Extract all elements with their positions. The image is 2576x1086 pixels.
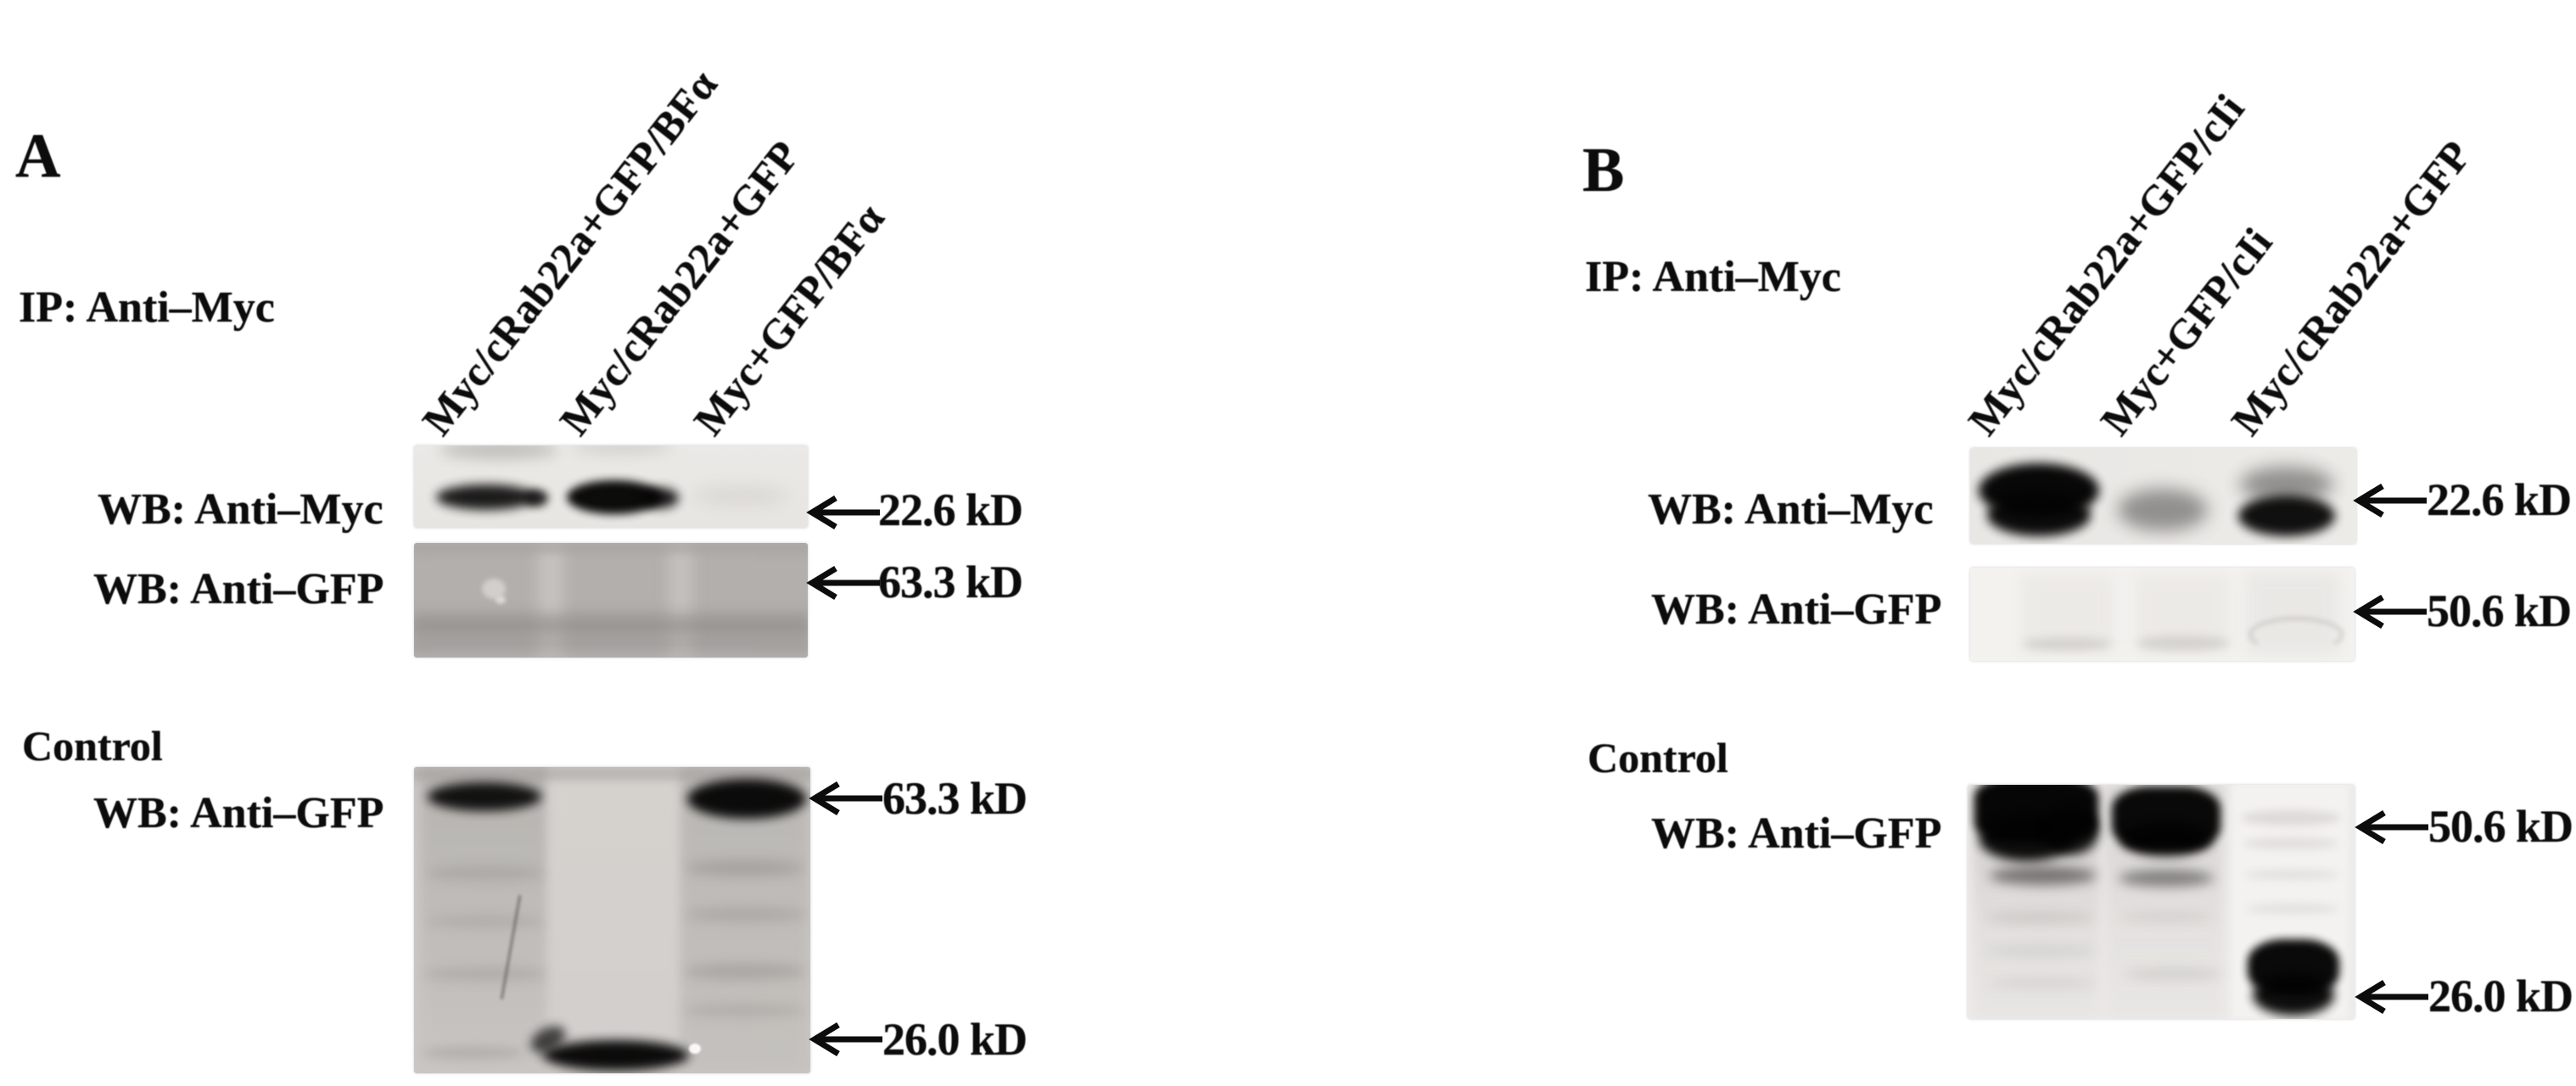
band: [2241, 810, 2341, 826]
panel-b-mw-3-upper: 50.6 kD: [2428, 801, 2573, 852]
band: [2119, 870, 2214, 887]
panel-a-control-label: Control: [22, 722, 163, 770]
panel-a-lane2-label: Myc/cRab22a+GFP: [550, 132, 809, 444]
panel-a-ip-label: IP: Anti–Myc: [19, 283, 275, 332]
panel-a-mw-3-upper: 63.3 kD: [882, 773, 1028, 824]
arrow-icon: [2355, 980, 2428, 1014]
band: [682, 1005, 806, 1016]
lane-smear: [548, 767, 681, 1073]
band: [2246, 904, 2339, 914]
band: [414, 614, 808, 636]
band: [2253, 975, 2334, 1016]
arrow-icon: [2355, 810, 2428, 844]
arrow-icon: [806, 566, 880, 600]
band: [423, 967, 548, 981]
band: [2137, 635, 2229, 651]
band: [524, 490, 548, 507]
band: [2124, 968, 2222, 980]
panel-b-wb1-label: WB: Anti–Myc: [1648, 485, 1934, 534]
panel-a-wb3-label: WB: Anti–GFP: [93, 789, 384, 837]
panel-b-lane3-label: Myc/cRab22a+GFP: [2221, 132, 2480, 444]
band: [687, 779, 806, 819]
band: [2243, 837, 2339, 849]
band: [684, 964, 806, 979]
arrow-icon: [2353, 595, 2427, 629]
panel-b-wb3-label: WB: Anti–GFP: [1651, 809, 1942, 858]
band: [686, 908, 806, 921]
band: [428, 782, 541, 811]
arrow-icon: [809, 1022, 882, 1056]
band: [694, 486, 787, 505]
band: [426, 865, 545, 881]
band: [1985, 946, 2097, 956]
lane-smear: [421, 767, 548, 1073]
arrow-icon: [2353, 484, 2427, 518]
band: [1990, 866, 2097, 885]
band: [686, 860, 804, 876]
band: [2120, 824, 2212, 856]
panel-b-blot-ip-anti-myc: [1970, 448, 2356, 544]
band: [571, 445, 673, 454]
arrow-icon: [806, 495, 880, 529]
band: [414, 543, 808, 553]
band: [423, 1047, 524, 1059]
band: [2120, 912, 2214, 922]
panel-b-mw-3-lower: 26.0 kD: [2428, 971, 2573, 1022]
band: [2248, 617, 2344, 652]
panel-b-label: B: [1582, 136, 1625, 205]
panel-a-blot-control-anti-gfp: [414, 767, 810, 1073]
panel-b-blot-ip-anti-gfp: [1970, 568, 2355, 661]
panel-a-blot-ip-anti-gfp: [414, 543, 808, 658]
band: [2046, 809, 2098, 854]
panel-a-mw-1: 22.6 kD: [878, 484, 1023, 535]
arrow-icon: [809, 781, 882, 815]
panel-a-blot-ip-anti-myc: [414, 445, 808, 528]
band: [543, 1040, 689, 1071]
band: [1985, 912, 2095, 924]
panel-a-label: A: [15, 121, 61, 191]
speckle: [496, 596, 506, 604]
panel-b-mw-1: 22.6 kD: [2427, 474, 2572, 525]
band: [414, 767, 810, 781]
band: [440, 445, 558, 459]
panel-b-wb2-label: WB: Anti–GFP: [1651, 585, 1942, 634]
band: [2238, 495, 2335, 536]
panel-a-mw-3-lower: 26.0 kD: [882, 1014, 1028, 1065]
panel-a-wb1-label: WB: Anti–Myc: [98, 485, 384, 534]
panel-b-mw-2: 50.6 kD: [2427, 585, 2572, 636]
band: [426, 915, 545, 928]
panel-b-ip-label: IP: Anti–Myc: [1585, 253, 1841, 301]
band: [436, 484, 536, 510]
band: [1988, 978, 2097, 988]
band: [641, 488, 679, 508]
band: [414, 638, 808, 652]
band: [2118, 489, 2208, 531]
panel-a-wb2-label: WB: Anti–GFP: [93, 565, 384, 613]
panel-a-mw-2: 63.3 kD: [878, 557, 1023, 607]
speckle: [689, 1044, 701, 1054]
band: [2244, 870, 2339, 880]
panel-b-control-label: Control: [1588, 734, 1728, 781]
band: [1987, 494, 2091, 536]
panel-b-blot-control-anti-gfp: [1968, 785, 2355, 1019]
band: [2023, 637, 2112, 651]
